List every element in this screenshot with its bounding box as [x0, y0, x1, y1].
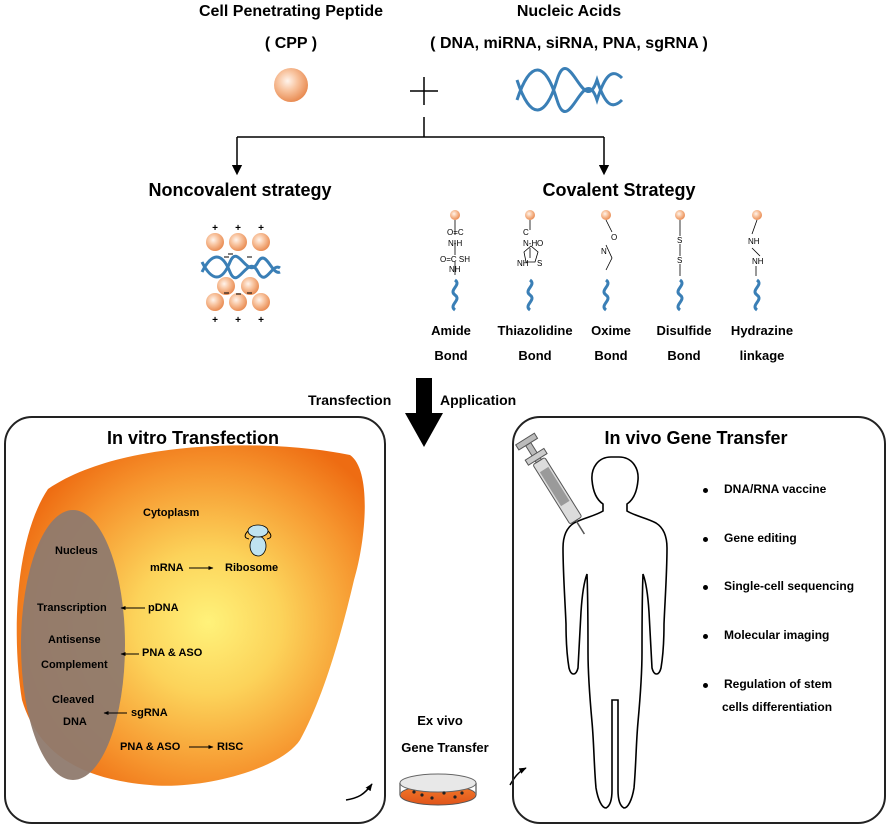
oxime-linker-icon: O N — [601, 210, 617, 312]
in-vivo-item-vaccine: DNA/RNA vaccine — [724, 482, 827, 496]
svg-text:O=C SH: O=C SH — [440, 255, 470, 264]
petri-dish-icon — [399, 773, 477, 806]
pna-aso-label-1: PNA & ASO — [142, 647, 203, 659]
svg-text:O: O — [611, 233, 617, 242]
svg-text:+: + — [258, 223, 264, 234]
svg-text:O=C: O=C — [447, 228, 464, 237]
svg-text:+: + — [235, 223, 241, 234]
thiazolidine-linker-icon: C N-H O NH S — [517, 210, 543, 312]
pna-aso-label-2: PNA & ASO — [120, 741, 181, 753]
nucleic-acid-helix-icon — [515, 67, 624, 113]
mrna-label: mRNA — [150, 562, 184, 574]
ribosome-label: Ribosome — [225, 562, 279, 574]
human-silhouette-icon — [562, 456, 668, 809]
bullet-dot — [703, 683, 708, 688]
in-vivo-item-imaging: Molecular imaging — [724, 628, 830, 642]
svg-text:NH: NH — [517, 259, 529, 268]
bond-label-amide-1: Amide — [431, 323, 471, 338]
svg-text:S: S — [677, 256, 682, 265]
bond-label-hydrazine-2: linkage — [739, 348, 785, 363]
in-vivo-item-stem-1: Regulation of stem — [724, 677, 833, 691]
cleaved-label: Cleaved — [52, 694, 95, 706]
svg-text:N: N — [601, 247, 607, 256]
svg-text:NH: NH — [748, 237, 760, 246]
in-vivo-item-stem-2: cells differentiation — [722, 700, 833, 714]
cytoplasm-label: Cytoplasm — [143, 507, 200, 519]
bond-label-oxime-1: Oxime — [591, 323, 631, 338]
gene-transfer-label: Gene Transfer — [401, 740, 489, 755]
bullet-dot — [703, 634, 708, 639]
svg-text:NH: NH — [449, 265, 461, 274]
in-vitro-panel — [4, 416, 386, 824]
nucleus-label: Nucleus — [55, 545, 98, 557]
cell-arrows — [103, 566, 214, 749]
bond-label-disulfide-1: Disulfide — [656, 323, 712, 338]
bond-label-thiazolidine-1: Thiazolidine — [497, 323, 573, 338]
svg-text:+: + — [258, 315, 264, 326]
nucleic-acids-list: ( DNA, miRNA, siRNA, PNA, sgRNA ) — [430, 35, 708, 52]
svg-text:+: + — [235, 315, 241, 326]
covalent-strategy-label: Covalent Strategy — [542, 180, 696, 200]
nucleus-ellipse — [21, 510, 125, 780]
risc-label: RISC — [217, 741, 244, 753]
svg-text:N-H: N-H — [523, 239, 537, 248]
svg-text:+: + — [212, 315, 218, 326]
svg-text:+: + — [212, 223, 218, 234]
plus-icon — [410, 77, 438, 105]
cpp-abbr: ( CPP ) — [264, 35, 318, 52]
noncovalent-strategy-label: Noncovalent strategy — [148, 180, 332, 200]
big-down-arrow-icon — [405, 378, 443, 447]
in-vivo-item-gene-editing: Gene editing — [724, 531, 797, 545]
svg-text:N-H: N-H — [448, 239, 462, 248]
svg-text:NH: NH — [752, 257, 764, 266]
in-vitro-title: In vitro Transfection — [106, 428, 280, 448]
bullet-dot — [703, 585, 708, 590]
in-vivo-title: In vivo Gene Transfer — [604, 428, 788, 448]
to-dish-arrow-icon — [345, 783, 373, 801]
in-vivo-panel — [512, 416, 886, 824]
bond-label-thiazolidine-2: Bond — [518, 348, 552, 363]
sgrna-label: sgRNA — [131, 707, 168, 719]
complement-label-text: Complement — [41, 659, 108, 671]
dna-label: DNA — [63, 716, 87, 728]
svg-text:S: S — [677, 236, 682, 245]
hydrazine-linker-icon: NH NH — [748, 210, 764, 312]
amide-linker-icon: O=C N-H O=C SH NH — [440, 210, 470, 312]
svg-text:S: S — [537, 259, 542, 268]
bond-label-oxime-2: Bond — [594, 348, 628, 363]
ex-vivo-label: Ex vivo — [417, 713, 463, 728]
bond-label-disulfide-2: Bond — [667, 348, 701, 363]
cpp-title: Cell Penetrating Peptide — [198, 3, 384, 20]
nucleic-acids-title: Nucleic Acids — [516, 3, 622, 20]
noncovalent-complex-icon: + + + + + + — [200, 223, 281, 326]
bullet-dot — [703, 537, 708, 542]
cpp-sphere-icon — [274, 68, 308, 102]
disulfide-linker-icon: S S — [675, 210, 685, 312]
pdna-label: pDNA — [148, 602, 179, 614]
svg-text:O: O — [537, 239, 543, 248]
transfection-label: Transfection — [308, 392, 392, 408]
ribosome-icon — [244, 524, 272, 557]
from-dish-arrow-icon — [509, 767, 527, 786]
application-label: Application — [440, 392, 517, 408]
transcription-label: Transcription — [37, 602, 107, 614]
branch-connector — [231, 117, 610, 176]
bullet-dot — [703, 488, 708, 493]
bond-label-hydrazine-1: Hydrazine — [730, 323, 794, 338]
antisense-label: Antisense — [48, 634, 101, 646]
bond-label-amide-2: Bond — [434, 348, 468, 363]
in-vivo-item-sequencing: Single-cell sequencing — [724, 579, 855, 593]
svg-text:C: C — [523, 228, 529, 237]
